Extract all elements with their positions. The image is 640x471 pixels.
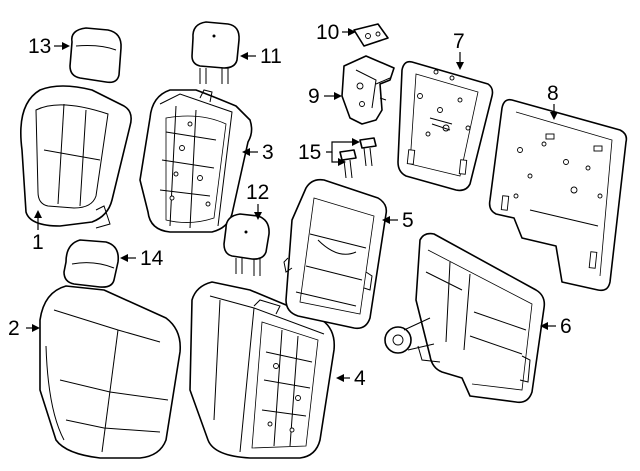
callout-labels: 13 11 10 7 9 8 3 15 1 12 5 14 2 6 4 xyxy=(8,21,572,390)
part-13-headrest-upper xyxy=(69,27,122,84)
part-4-seat-cushion-frame xyxy=(189,281,336,459)
part-2-seat-cushion xyxy=(39,285,182,459)
part-6-seat-cushion-frame xyxy=(384,232,546,404)
callout-5: 5 xyxy=(402,209,414,232)
part-8-rear-panel xyxy=(488,98,628,292)
part-14-headrest-lower xyxy=(63,239,120,288)
callout-12: 12 xyxy=(246,181,269,204)
part-15-bolts xyxy=(339,137,377,179)
part-1-seat-back-cushion xyxy=(20,85,132,229)
callout-2: 2 xyxy=(8,317,20,340)
callout-4: 4 xyxy=(354,367,366,390)
callout-1: 1 xyxy=(32,231,44,254)
callout-9: 9 xyxy=(308,85,320,108)
callout-10: 10 xyxy=(316,21,339,44)
callout-15: 15 xyxy=(298,141,321,164)
callout-8: 8 xyxy=(547,82,559,105)
callout-6: 6 xyxy=(560,315,572,338)
callout-11: 11 xyxy=(260,45,282,68)
part-10-bracket xyxy=(353,23,389,47)
callout-7: 7 xyxy=(453,30,465,53)
part-3-seat-back-frame xyxy=(139,89,253,233)
part-7-back-panel xyxy=(397,60,494,192)
part-11-headrest xyxy=(191,21,240,84)
part-9-hinge-bracket xyxy=(341,55,395,125)
callout-13: 13 xyxy=(28,35,51,58)
part-12-headrest xyxy=(223,213,270,276)
callout-leaders xyxy=(26,28,558,382)
callout-3: 3 xyxy=(262,141,274,164)
callout-14: 14 xyxy=(140,247,164,270)
part-5-seat-back-frame xyxy=(283,178,388,330)
